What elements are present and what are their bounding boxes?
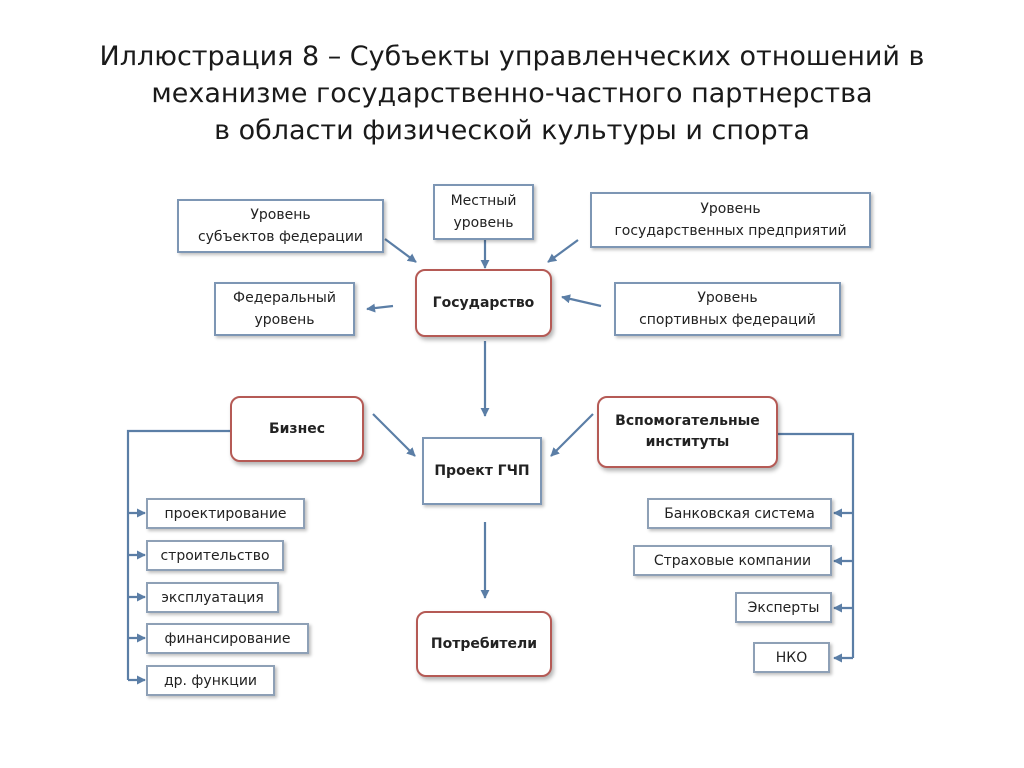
auxiliary-label-line-2: институты bbox=[645, 434, 730, 450]
institution-item: Банковская система bbox=[647, 498, 832, 529]
level-enterprises-box: Уровень государственных предприятий bbox=[590, 192, 871, 248]
project-label: Проект ГЧП bbox=[434, 463, 530, 479]
level-enterprises-line-2: государственных предприятий bbox=[614, 223, 847, 239]
function-item: эксплуатация bbox=[146, 582, 279, 613]
function-item: строительство bbox=[146, 540, 284, 571]
diagram-title: Иллюстрация 8 – Субъекты управленческих … bbox=[0, 38, 1024, 149]
level-sportfed-box: Уровень спортивных федераций bbox=[614, 282, 841, 336]
state-label: Государство bbox=[432, 294, 535, 311]
level-subjects-line-2: субъектов федерации bbox=[197, 229, 364, 245]
function-label: строительство bbox=[160, 547, 270, 564]
auxiliary-node: Вспомогательные институты bbox=[597, 396, 778, 468]
business-label: Бизнес bbox=[268, 420, 326, 437]
institution-item: НКО bbox=[753, 642, 830, 673]
function-item: проектирование bbox=[146, 498, 305, 529]
function-item: финансирование bbox=[146, 623, 309, 654]
level-subjects-line-1: Уровень bbox=[250, 207, 311, 223]
institution-label: Эксперты bbox=[747, 599, 820, 616]
function-label: эксплуатация bbox=[161, 589, 264, 606]
title-line-3: в области физической культуры и спорта bbox=[214, 115, 810, 146]
function-label: проектирование bbox=[164, 505, 287, 522]
level-federal-line-2: уровень bbox=[254, 312, 315, 328]
level-enterprises-line-1: Уровень bbox=[700, 201, 761, 217]
arrow-sportfed-to-state bbox=[561, 294, 602, 308]
title-line-2: механизме государственно-частного партне… bbox=[151, 78, 873, 109]
arrow-federal-to-state bbox=[366, 303, 394, 313]
function-label: финансирование bbox=[164, 630, 291, 647]
institution-item: Эксперты bbox=[735, 592, 832, 623]
institution-label: Банковская система bbox=[664, 505, 815, 522]
title-line-1: Иллюстрация 8 – Субъекты управленческих … bbox=[99, 41, 925, 72]
level-local-box: Местный уровень bbox=[433, 184, 534, 240]
arrow-subjects-to-state bbox=[384, 238, 417, 263]
institution-label: НКО bbox=[775, 649, 808, 666]
consumers-node: Потребители bbox=[416, 611, 552, 677]
arrow-auxiliary-to-project bbox=[550, 413, 594, 457]
auxiliary-bracket-line bbox=[778, 432, 855, 658]
project-node: Проект ГЧП bbox=[422, 437, 542, 505]
institution-item: Страховые компании bbox=[633, 545, 832, 576]
arrow-enterprises-to-state bbox=[547, 239, 579, 263]
business-node: Бизнес bbox=[230, 396, 364, 462]
level-local-line-2: уровень bbox=[453, 215, 514, 231]
level-federal-line-1: Федеральный bbox=[233, 290, 336, 306]
level-subjects-box: Уровень субъектов федерации bbox=[177, 199, 384, 253]
arrow-business-to-project bbox=[372, 413, 416, 457]
consumers-label: Потребители bbox=[430, 635, 538, 652]
state-node: Государство bbox=[415, 269, 552, 337]
level-sportfed-line-2: спортивных федераций bbox=[639, 312, 816, 328]
institution-label: Страховые компании bbox=[653, 552, 812, 569]
level-local-line-1: Местный bbox=[450, 193, 517, 209]
level-sportfed-line-1: Уровень bbox=[697, 290, 758, 306]
level-federal-box: Федеральный уровень bbox=[214, 282, 355, 336]
function-item: др. функции bbox=[146, 665, 275, 696]
function-label: др. функции bbox=[163, 672, 258, 689]
auxiliary-label-line-1: Вспомогательные bbox=[615, 413, 760, 429]
